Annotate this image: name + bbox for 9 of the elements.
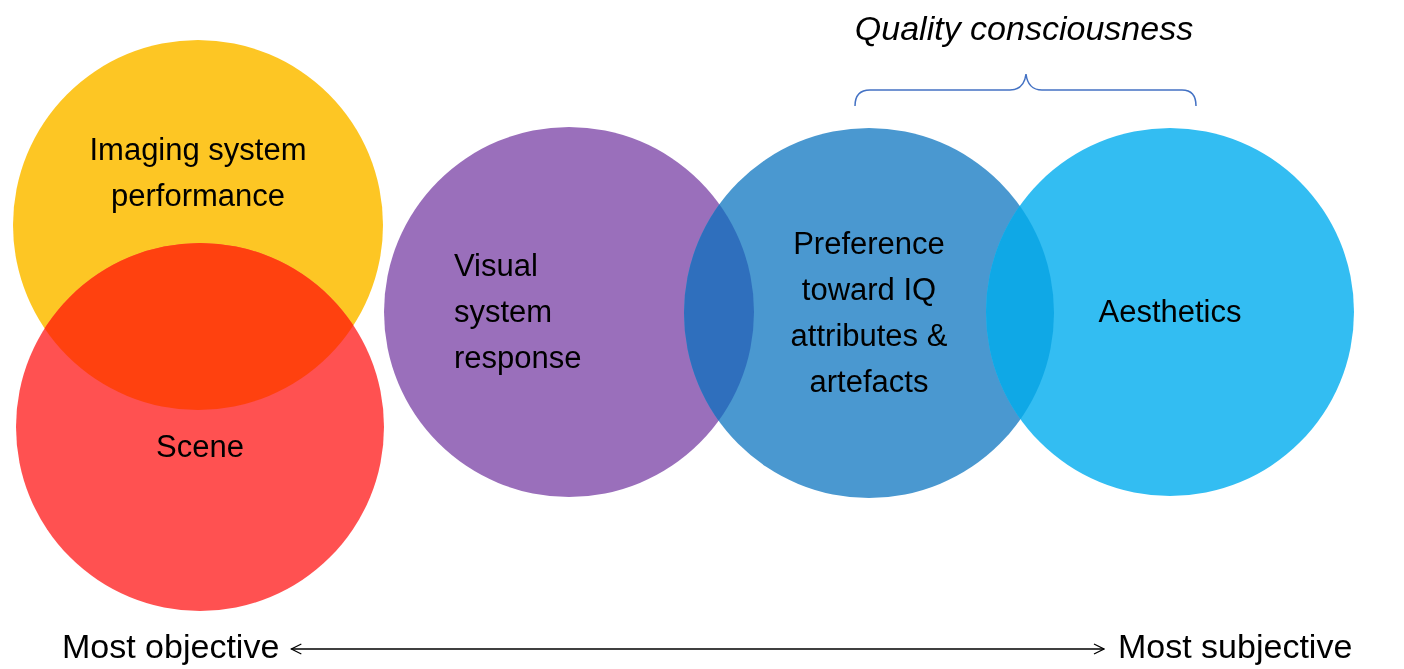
circle-label: Imaging system performance [88,131,308,215]
axis-label: Most objective [62,626,280,666]
brace-label: Quality consciousness [854,8,1194,48]
double-arrow [290,643,1105,655]
circle-label: Preference toward IQ attributes & artefacts [789,225,949,401]
circle-label: Scene [155,428,245,466]
axis-label: Most subjective [1118,626,1353,666]
circle-label: Visual system response [454,247,583,377]
circle-label: Aesthetics [1097,293,1243,331]
